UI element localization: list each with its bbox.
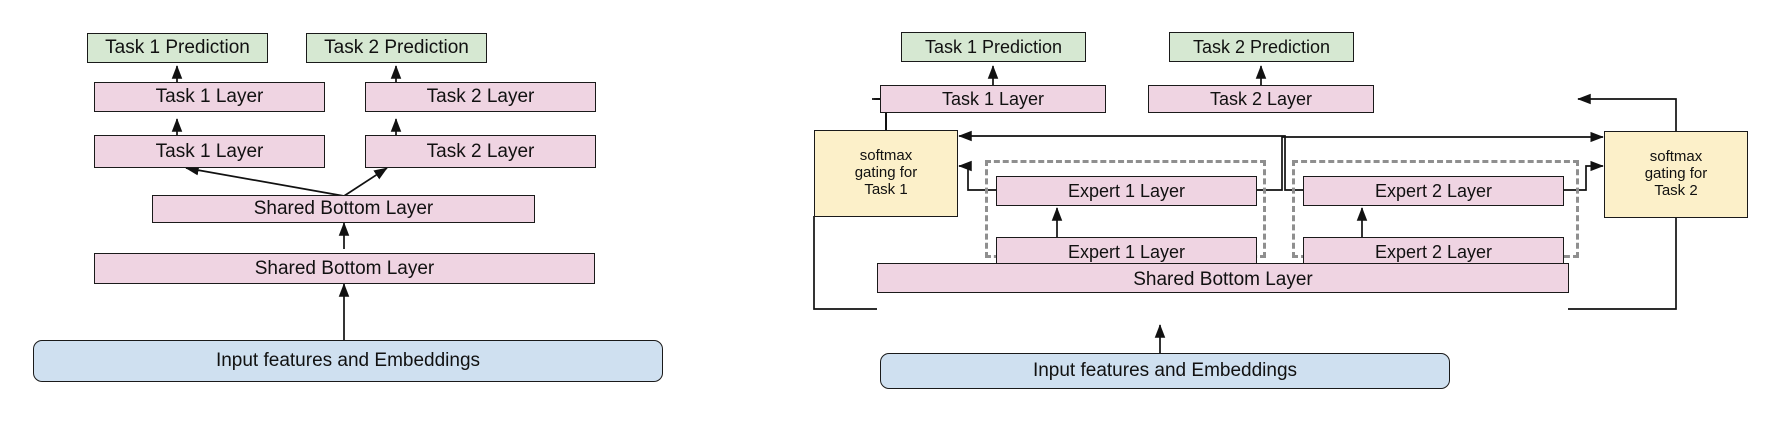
left-shared-bottom-lower: Shared Bottom Layer xyxy=(94,253,595,284)
left-task1-layer-bottom: Task 1 Layer xyxy=(94,135,325,168)
expert1-layer-top: Expert 1 Layer xyxy=(996,176,1257,206)
left-task2-layer-top: Task 2 Layer xyxy=(365,82,596,112)
left-task2-prediction: Task 2 Prediction xyxy=(306,33,487,63)
right-task1-layer: Task 1 Layer xyxy=(880,85,1106,113)
left-task1-layer-top: Task 1 Layer xyxy=(94,82,325,112)
right-task2-layer: Task 2 Layer xyxy=(1148,85,1374,113)
left-input-features: Input features and Embeddings xyxy=(33,340,663,382)
expert2-layer-top: Expert 2 Layer xyxy=(1303,176,1564,206)
right-task2-prediction: Task 2 Prediction xyxy=(1169,32,1354,62)
left-task1-prediction: Task 1 Prediction xyxy=(87,33,268,63)
right-input-features: Input features and Embeddings xyxy=(880,353,1450,389)
left-task2-layer-bottom: Task 2 Layer xyxy=(365,135,596,168)
expert2-layer-bottom: Expert 2 Layer xyxy=(1303,237,1564,267)
gate1-line1: softmax xyxy=(859,147,913,165)
gate2-line1: softmax xyxy=(1649,148,1703,166)
right-shared-bottom-layer: Shared Bottom Layer xyxy=(877,263,1569,293)
softmax-gating-task2: softmax gating for Task 2 xyxy=(1604,131,1748,218)
gate2-line3: Task 2 xyxy=(1654,181,1698,199)
gate2-line2: gating for xyxy=(1644,165,1708,183)
softmax-gating-task1: softmax gating for Task 1 xyxy=(814,130,958,217)
right-task1-prediction: Task 1 Prediction xyxy=(901,32,1086,62)
gate1-line3: Task 1 xyxy=(864,180,908,198)
gate1-line2: gating for xyxy=(854,164,918,182)
left-shared-bottom-upper: Shared Bottom Layer xyxy=(152,195,535,223)
